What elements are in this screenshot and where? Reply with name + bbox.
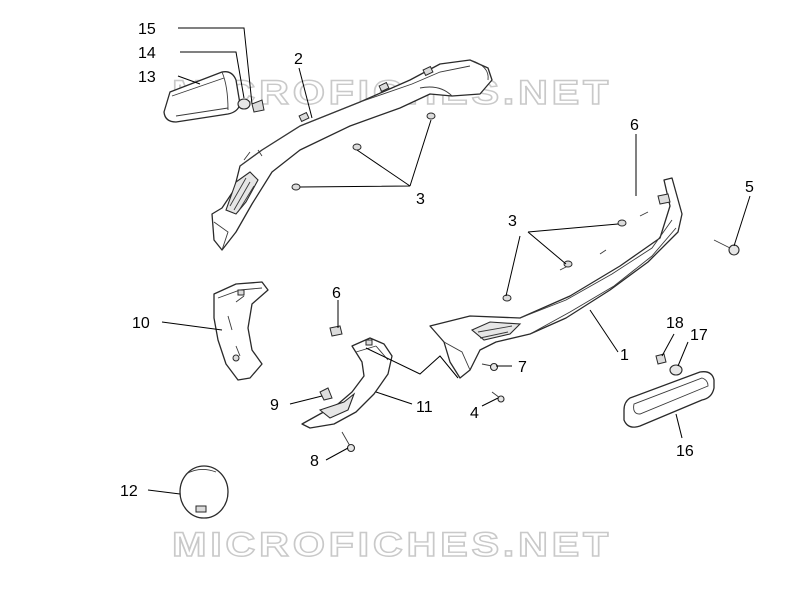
- callout-13: 13: [138, 69, 156, 86]
- callout-6-left: 6: [332, 285, 341, 302]
- callout-9: 9: [270, 397, 279, 414]
- part-10-bracket-panel: [213, 281, 269, 381]
- part-9-clip: [319, 387, 333, 401]
- callout-1: 1: [620, 347, 629, 364]
- part-16-reflector: [623, 371, 715, 428]
- part-12-cover-cap: [179, 465, 229, 519]
- part-4-screw: [491, 391, 505, 403]
- part-8-screw: [341, 431, 356, 453]
- part-6-clip-right: [657, 193, 671, 205]
- callout-3-lower: 3: [508, 213, 517, 230]
- watermark-bottom: MICROFICHES.NET: [172, 526, 612, 564]
- callout-12: 12: [120, 483, 138, 500]
- callout-15: 15: [138, 21, 156, 38]
- part-7-screw: [481, 362, 499, 372]
- callout-6-right: 6: [630, 117, 639, 134]
- callout-3-upper: 3: [416, 191, 425, 208]
- callout-18: 18: [666, 315, 684, 332]
- part-5-screw: [713, 239, 740, 256]
- callout-16: 16: [676, 443, 694, 460]
- callout-11: 11: [416, 399, 433, 416]
- part-1-side-panel: [429, 177, 683, 379]
- callout-8: 8: [310, 453, 319, 470]
- callout-10: 10: [132, 315, 150, 332]
- callout-14: 14: [138, 45, 156, 62]
- part-11-lower-bracket: [301, 337, 393, 429]
- part-17-grommet: [669, 364, 683, 376]
- callout-7: 7: [518, 359, 527, 376]
- part-2-upper-fairing: [211, 59, 493, 251]
- callout-4: 4: [470, 405, 479, 422]
- part-6-clip-left: [329, 325, 343, 337]
- callout-2: 2: [294, 51, 303, 68]
- part-18-clip: [655, 353, 667, 365]
- callout-17: 17: [690, 327, 708, 344]
- part-3-grommets-upper: [291, 112, 436, 191]
- part-3-grommets-lower: [502, 219, 627, 302]
- part-14-grommet: [237, 98, 251, 110]
- part-13-end-cap: [163, 71, 241, 123]
- callout-labels: 15 14 13 2 3 6 5 3 10 6 1 18 17 7 9 11 4…: [120, 21, 754, 500]
- callout-5: 5: [745, 179, 754, 196]
- leader-lines: [147, 27, 751, 495]
- part-15-clip: [251, 99, 265, 113]
